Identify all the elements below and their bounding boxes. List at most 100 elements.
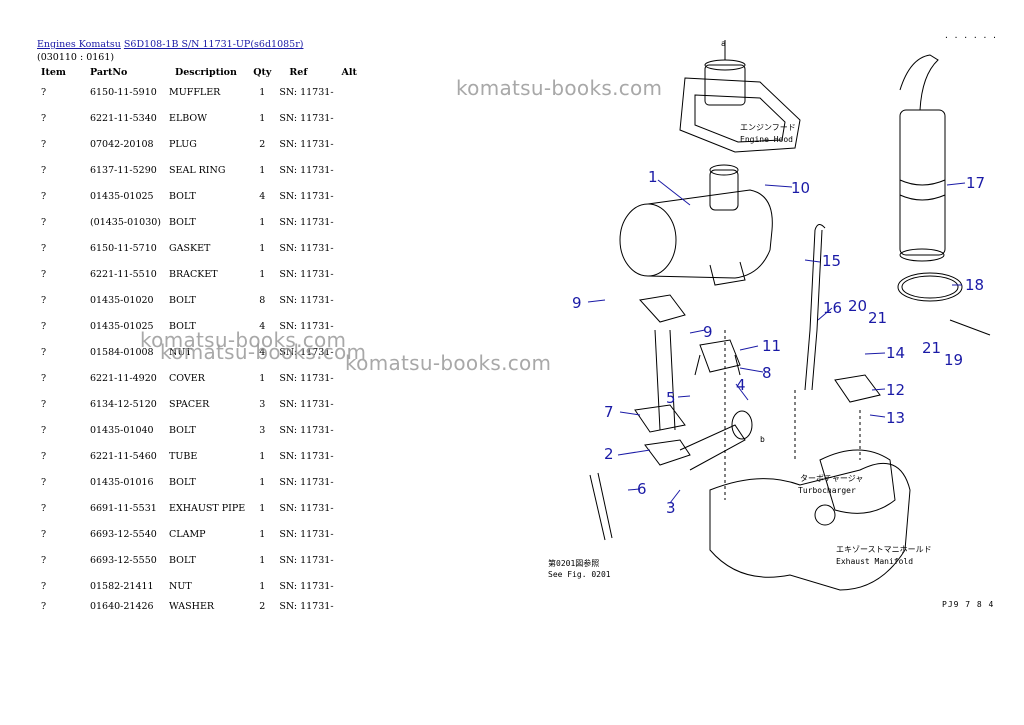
alt-cell <box>338 105 361 131</box>
parts-table: Item PartNo Description Qty Ref Alt ? 615… <box>37 66 361 613</box>
qty-cell: 2 <box>259 138 266 150</box>
callout-5[interactable]: 5 <box>666 389 676 407</box>
breadcrumb-link-engines[interactable]: Engines Komatsu <box>37 39 121 50</box>
callout-16[interactable]: 16 <box>823 299 842 317</box>
alt-cell <box>338 521 361 547</box>
item-cell: ? <box>41 320 47 332</box>
callout-21b[interactable]: 21 <box>922 339 941 357</box>
partno-cell: 6150-11-5710 <box>89 242 157 254</box>
callout-15[interactable]: 15 <box>822 252 841 270</box>
alt-cell <box>338 417 361 443</box>
label-see-fig: See Fig. 0201 <box>548 570 611 579</box>
qty-cell: 3 <box>259 424 266 436</box>
partno-cell: 01435-01016 <box>89 476 154 488</box>
partno-cell: 6693-12-5550 <box>89 554 157 566</box>
callout-19[interactable]: 19 <box>944 351 963 369</box>
callout-8[interactable]: 8 <box>762 364 772 382</box>
ref-cell: SN: 11731- <box>279 398 334 410</box>
label-see-fig-jp: 第0201図参照 <box>548 558 599 568</box>
item-cell: ? <box>41 450 47 462</box>
partno-cell: 6221-11-4920 <box>89 372 157 384</box>
callout-12[interactable]: 12 <box>886 381 905 399</box>
qty-cell: 1 <box>259 216 266 228</box>
ref-cell: SN: 11731- <box>279 164 334 176</box>
alt-cell <box>338 261 361 287</box>
breadcrumb-link-model[interactable]: S6D108-1B S/N 11731-UP(s6d1085r) <box>123 39 304 50</box>
label-engine-hood-jp: エンジンフード <box>740 123 796 132</box>
callout-14[interactable]: 14 <box>886 344 905 362</box>
item-cell: ? <box>41 476 47 488</box>
callout-9b[interactable]: 9 <box>703 323 713 341</box>
ref-cell: SN: 11731- <box>279 190 334 202</box>
callout-17[interactable]: 17 <box>966 174 985 192</box>
ref-cell: SN: 11731- <box>279 600 334 612</box>
description-cell: TUBE <box>169 450 198 462</box>
qty-cell: 4 <box>259 320 266 332</box>
item-cell: ? <box>41 600 47 612</box>
watermark: komatsu-books.com <box>160 340 367 364</box>
callout-6[interactable]: 6 <box>637 480 647 498</box>
ref-cell: SN: 11731- <box>279 450 334 462</box>
alt-cell <box>338 131 361 157</box>
qty-cell: 4 <box>259 190 266 202</box>
ref-cell: SN: 11731- <box>279 502 334 514</box>
column-header-qty: Qty <box>253 67 272 78</box>
ref-cell: SN: 11731- <box>279 580 334 592</box>
description-cell: GASKET <box>169 242 211 254</box>
qty-cell: 1 <box>259 502 266 514</box>
item-cell: ? <box>41 554 47 566</box>
qty-cell: 1 <box>259 554 266 566</box>
description-cell: CLAMP <box>169 528 206 540</box>
table-header-row: Item PartNo Description Qty Ref Alt <box>37 66 361 79</box>
partno-cell: 6137-11-5290 <box>89 164 157 176</box>
top-marks: · · · · · · <box>944 33 997 42</box>
item-cell: ? <box>41 216 47 228</box>
label-exhaust-manifold: Exhaust Manifold <box>836 557 913 566</box>
table-row: ? 6150-11-5710 GASKET 1 SN: 11731- <box>37 235 361 261</box>
qty-cell: 1 <box>259 164 266 176</box>
callout-1[interactable]: 1 <box>648 168 658 186</box>
item-cell: ? <box>41 346 47 358</box>
ref-cell: SN: 11731- <box>279 294 334 306</box>
callout-13[interactable]: 13 <box>886 409 905 427</box>
label-b: b <box>760 435 765 444</box>
item-cell: ? <box>41 242 47 254</box>
column-header-partno: PartNo <box>89 67 128 78</box>
ref-cell: SN: 11731- <box>279 242 334 254</box>
callout-2[interactable]: 2 <box>604 445 614 463</box>
ref-cell: SN: 11731- <box>279 554 334 566</box>
callout-10[interactable]: 10 <box>791 179 810 197</box>
partno-cell: 6693-12-5540 <box>89 528 157 540</box>
description-cell: SEAL RING <box>169 164 226 176</box>
callout-20[interactable]: 20 <box>848 297 867 315</box>
callout-3[interactable]: 3 <box>666 499 676 517</box>
engine-hood-outline <box>679 77 801 153</box>
ref-cell: SN: 11731- <box>279 268 334 280</box>
partno-cell: (01435-01030) <box>89 216 162 228</box>
callout-21a[interactable]: 21 <box>868 309 887 327</box>
callout-18[interactable]: 18 <box>965 276 984 294</box>
item-cell: ? <box>41 502 47 514</box>
qty-cell: 1 <box>259 242 266 254</box>
qty-cell: 1 <box>259 268 266 280</box>
callout-7[interactable]: 7 <box>604 403 614 421</box>
label-exhaust-manifold-jp: エキゾーストマニホールド <box>836 545 932 554</box>
alt-cell <box>338 287 361 313</box>
figure-number: PJ9 7 8 4 <box>942 600 995 609</box>
alt-cell <box>338 599 361 613</box>
callout-11[interactable]: 11 <box>762 337 781 355</box>
ref-cell: SN: 11731- <box>279 528 334 540</box>
exhaust-pipe <box>899 54 939 111</box>
ref-cell: SN: 11731- <box>279 346 334 358</box>
column-header-ref: Ref <box>289 67 308 78</box>
watermark: komatsu-books.com <box>345 351 552 375</box>
item-cell: ? <box>41 528 47 540</box>
callout-4[interactable]: 4 <box>736 376 746 394</box>
ref-cell: SN: 11731- <box>279 138 334 150</box>
alt-cell <box>338 391 361 417</box>
callout-9a[interactable]: 9 <box>572 294 582 312</box>
